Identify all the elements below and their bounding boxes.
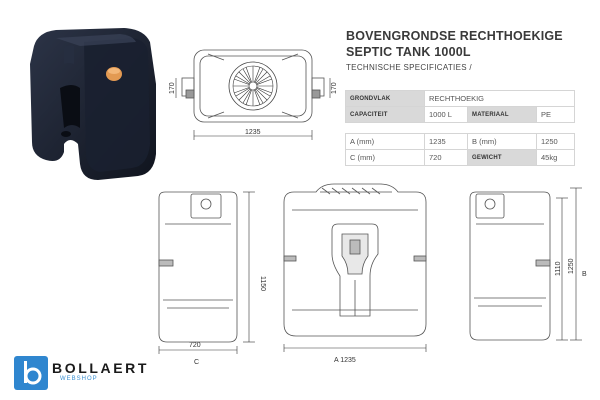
front-width-dim: 720 xyxy=(189,342,201,349)
brand-name: BOLLAERT xyxy=(52,360,150,376)
table-row: CAPACITEIT 1000 L MATERIAAL PE xyxy=(345,106,575,123)
front-label: C xyxy=(194,359,199,366)
back-view-drawing: 1110 1250 B xyxy=(469,187,587,341)
back-height-dim-1: 1110 xyxy=(555,261,562,276)
table-row: GRONDVLAK RECHTHOEKIG xyxy=(345,90,575,107)
a-value: 1235 xyxy=(424,133,468,150)
c-label: C (mm) xyxy=(345,149,425,166)
spec-table-general: GRONDVLAK RECHTHOEKIG CAPACITEIT 1000 L … xyxy=(345,90,575,123)
page-title-line-2: SEPTIC TANK 1000L xyxy=(346,45,471,59)
top-left-dim: 170 xyxy=(169,82,176,94)
page-title-line-1: BOVENGRONDSE RECHTHOEKIGE xyxy=(346,29,563,43)
b-value: 1250 xyxy=(536,133,575,150)
grondvlak-value: RECHTHOEKIG xyxy=(424,90,575,107)
table-row: C (mm) 720 GEWICHT 45kg xyxy=(345,149,575,166)
back-label: B xyxy=(582,271,587,278)
side-view-drawing: A 1235 xyxy=(283,183,427,364)
grondvlak-label: GRONDVLAK xyxy=(345,90,425,107)
manhole-icon xyxy=(228,61,278,111)
table-row: A (mm) 1235 B (mm) 1250 xyxy=(345,133,575,150)
brand-tagline: WEBSHOP xyxy=(60,376,98,382)
top-view-drawing: 170 170 1235 xyxy=(169,49,338,140)
front-height-dim: 1150 xyxy=(259,276,266,291)
gewicht-value: 45kg xyxy=(536,149,575,166)
materiaal-label: MATERIAAL xyxy=(467,106,537,123)
capaciteit-value: 1000 L xyxy=(424,106,468,123)
bollaert-logo-icon xyxy=(14,356,48,390)
tank-photo xyxy=(30,28,156,180)
top-width-dim: 1235 xyxy=(245,129,261,136)
page-subtitle: TECHNISCHE SPECIFICATIES / xyxy=(346,63,472,72)
capaciteit-label: CAPACITEIT xyxy=(345,106,425,123)
c-value: 720 xyxy=(424,149,468,166)
spec-table-dimensions: A (mm) 1235 B (mm) 1250 C (mm) 720 GEWIC… xyxy=(345,133,575,166)
a-label: A (mm) xyxy=(345,133,425,150)
top-right-dim: 170 xyxy=(331,82,338,94)
b-label: B (mm) xyxy=(467,133,537,150)
materiaal-value: PE xyxy=(536,106,575,123)
front-view-drawing: 1150 720 C xyxy=(158,191,266,366)
back-height-dim-2: 1250 xyxy=(568,258,575,274)
gewicht-label: GEWICHT xyxy=(467,149,537,166)
side-width-label: A 1235 xyxy=(334,357,356,364)
